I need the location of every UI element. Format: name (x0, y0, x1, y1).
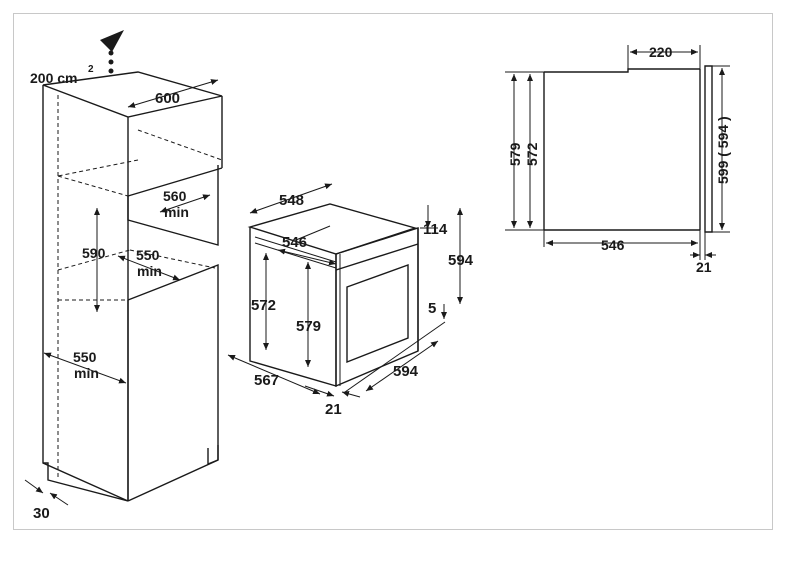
side-thick-label: 21 (696, 259, 712, 275)
oven-front-width-label: 594 (393, 363, 419, 380)
plinth-gap-label: 30 (33, 505, 50, 522)
cabinet-drawing: 200 cm 2 600 560 min 590 550 min 550 min… (24, 30, 223, 522)
side-h2-label: 572 (524, 142, 540, 166)
cabinet-depth-unit: min (164, 204, 189, 220)
base-height-label: 550 (73, 349, 97, 365)
oven-bottom-gap-label: 5 (428, 300, 436, 317)
oven-height-label: 594 (448, 252, 474, 269)
base-height-unit: min (74, 365, 99, 381)
vent-arrow-icon (100, 30, 124, 52)
side-view-drawing: 220 579 572 599 ( 594 ) 546 21 (505, 44, 731, 275)
oven-inner-width-label: 546 (282, 234, 307, 251)
side-top-label: 220 (649, 44, 673, 60)
cabinet-width-label: 600 (155, 90, 180, 107)
niche-width-unit: min (137, 263, 162, 279)
oven-top-panel-label: 114 (423, 221, 448, 238)
vent-area-label: 200 cm (30, 70, 77, 86)
oven-drawing: 548 546 114 594 572 579 5 567 594 21 (227, 183, 474, 418)
side-bottom-label: 546 (601, 237, 625, 253)
oven-inner-h2-label: 579 (296, 318, 321, 335)
oven-depth-label: 567 (254, 372, 279, 389)
vent-area-sup: 2 (88, 64, 94, 75)
oven-top-depth-label: 548 (279, 192, 304, 209)
oven-front-thick-label: 21 (325, 401, 342, 418)
side-right-label: 599 ( 594 ) (715, 116, 731, 184)
niche-height-label: 590 (82, 245, 106, 261)
cabinet-depth-label: 560 (163, 188, 187, 204)
side-h1-label: 579 (507, 142, 523, 166)
oven-inner-h1-label: 572 (251, 297, 276, 314)
niche-width-label: 550 (136, 247, 160, 263)
